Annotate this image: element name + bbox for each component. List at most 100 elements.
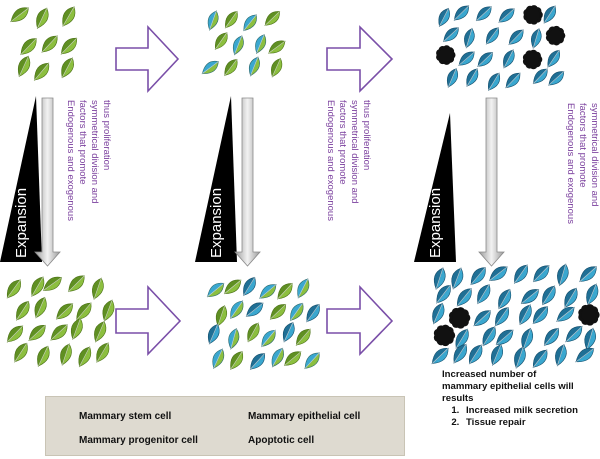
stem-cell (60, 343, 72, 366)
stem-cell (50, 324, 68, 341)
epithelial-cell (521, 327, 534, 351)
epithelial-cell (453, 343, 467, 364)
epithelial-cell (541, 285, 556, 306)
stem-cell (230, 350, 244, 371)
stem-cell (92, 277, 104, 300)
epithelial-cell (431, 347, 449, 365)
right-arrow-bottom-2 (326, 284, 394, 356)
outcome-item-milk: Increased milk secretion (462, 405, 600, 417)
caption-2: Endogenous and exogenous factors that pr… (325, 100, 372, 221)
epithelial-cell (532, 305, 549, 325)
stem-cell (28, 324, 46, 342)
progenitor-cell (228, 327, 240, 350)
stem-cell (62, 6, 76, 27)
stem-cell (224, 10, 238, 29)
epithelial-cell (495, 329, 514, 346)
legend-label-progenitor: Mammary progenitor cell (79, 435, 198, 446)
expansion-label: Expansion (13, 188, 30, 258)
svg-text:factors that promote: factors that promote (577, 103, 588, 187)
progenitor-cell (271, 347, 284, 368)
apoptotic-cell (522, 49, 543, 70)
outcome-item-repair: Tissue repair (462, 417, 600, 429)
epithelial-cell (446, 67, 459, 88)
epithelial-cell (532, 349, 548, 369)
epithelial-cell (584, 327, 596, 351)
epithelial-cell (520, 289, 540, 305)
outcome-heading-2: mammary epithelial cells will (442, 381, 574, 392)
stem-cell (6, 279, 21, 299)
outcome-heading-1: Increased number of (442, 369, 537, 380)
epithelial-cell (453, 5, 470, 21)
epithelial-cell (505, 72, 521, 89)
expansion-label: Expansion (427, 188, 444, 258)
stem-cell (55, 303, 74, 320)
epithelial-cell (556, 306, 575, 322)
epithelial-cell (306, 303, 320, 323)
epithelial-cell (458, 51, 475, 66)
progenitor-cell (289, 302, 304, 322)
epithelial-cell (207, 323, 220, 345)
svg-text:thus proliferation: thus proliferation (361, 100, 372, 170)
legend-label-epithelial: Mammary epithelial cell (248, 411, 361, 422)
epithelial-cell (466, 68, 479, 87)
legend: Mammary stem cell Mammary progenitor cel… (45, 396, 405, 456)
outcome-list: Increased milk secretion Tissue repair (442, 405, 600, 429)
epithelial-cell (532, 265, 550, 283)
stem-cell (60, 37, 78, 55)
progenitor-cell (207, 10, 219, 31)
stem-cell (224, 58, 238, 77)
stem-cell (295, 328, 311, 346)
svg-text:thus proliferation: thus proliferation (101, 100, 112, 170)
legend-label-stem: Mammary stem cell (79, 411, 172, 422)
epithelial-cell (498, 288, 512, 310)
cluster-top-stem (10, 6, 78, 81)
down-arrow-1 (34, 97, 61, 267)
epithelial-cell (436, 284, 451, 304)
epithelial-cell (543, 5, 556, 24)
svg-text:symmetrical division and: symmetrical division and (89, 100, 100, 203)
stem-cell (41, 35, 58, 53)
right-arrow-top-1 (115, 24, 180, 94)
progenitor-cell (304, 352, 320, 370)
epithelial-cell (513, 264, 528, 284)
progenitor-cell (229, 300, 244, 320)
progenitor-cell (248, 56, 260, 77)
svg-text:Endogenous and exogenous: Endogenous and exogenous (565, 103, 576, 224)
epithelial-cell (464, 27, 475, 49)
epithelial-cell (482, 326, 496, 347)
epithelial-cell (451, 267, 464, 290)
epithelial-cell (565, 325, 583, 343)
apoptotic-cell (545, 25, 566, 46)
right-arrow-bottom-1 (115, 284, 182, 356)
outcome-text: Increased number of mammary epithelial c… (442, 369, 600, 429)
progenitor-cell (297, 278, 310, 299)
epithelial-cell (494, 306, 509, 327)
stem-cell (20, 37, 37, 56)
stem-cell (264, 10, 281, 27)
epithelial-cell (243, 276, 256, 297)
svg-text:symmetrical division and: symmetrical division and (349, 100, 360, 203)
epithelial-cell (508, 29, 524, 46)
epithelial-cell (477, 51, 494, 68)
epithelial-cell (564, 287, 578, 309)
epithelial-cell (503, 49, 515, 69)
epithelial-cell (555, 343, 567, 367)
stem-cell (6, 325, 24, 343)
stem-cell (61, 57, 74, 79)
cluster-bottom-progenitor (206, 276, 320, 371)
epithelial-cell (548, 70, 565, 86)
stem-cell (223, 279, 242, 295)
expansion-wedge-2: Expansion (195, 96, 237, 262)
epithelial-cell (532, 68, 548, 85)
epithelial-cell (245, 302, 264, 317)
progenitor-cell (206, 282, 225, 298)
stem-cell (14, 342, 28, 363)
svg-text:Endogenous and exogenous: Endogenous and exogenous (65, 100, 76, 221)
stem-cell (42, 276, 63, 292)
progenitor-cell (232, 35, 244, 56)
svg-text:symmetrical division and: symmetrical division and (589, 103, 600, 206)
stem-cell (37, 345, 50, 368)
legend-label-apoptotic: Apoptotic cell (248, 435, 315, 446)
stem-cell (33, 62, 50, 81)
epithelial-cell (498, 8, 515, 23)
